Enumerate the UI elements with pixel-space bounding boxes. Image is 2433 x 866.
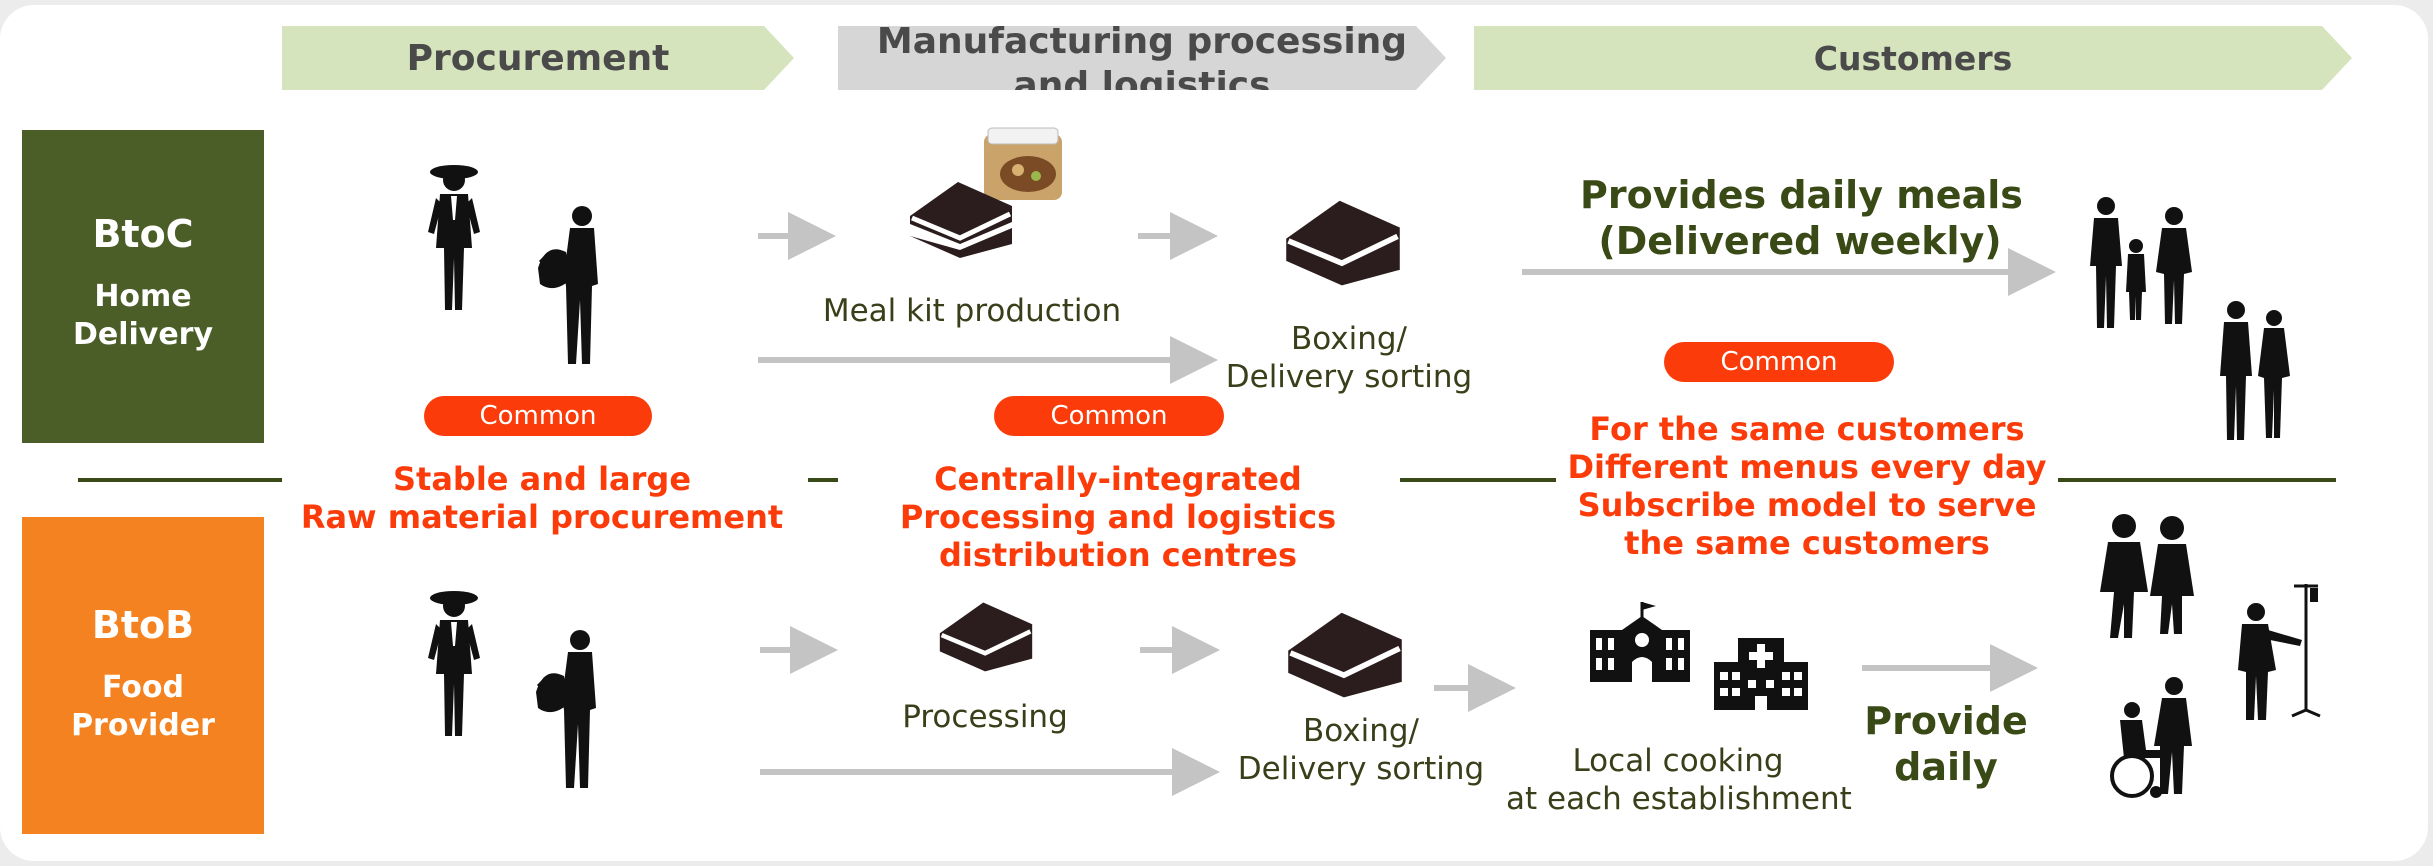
school-icon <box>1590 602 1690 682</box>
common-procurement-text: Stable and large Raw material procuremen… <box>300 460 784 536</box>
provides-daily-meals-label: Provides daily meals (Delivered weekly) <box>1580 172 2023 264</box>
common-procurement-line1: Stable and large <box>392 460 692 498</box>
manufacturing-header-line1: Manufacturing processing <box>876 21 1408 62</box>
meal-kit-package-icon <box>984 127 1062 200</box>
meal-kit-production-label: Meal kit production <box>822 293 1122 329</box>
couple-silhouette-icon <box>2220 301 2290 440</box>
provides-line2: (Delivered weekly) <box>1598 219 2002 263</box>
common-customers-line3: Subscribe model to serve <box>1577 486 2037 524</box>
provide-daily-label: Provide daily <box>1846 698 2046 790</box>
farmer-silhouette-icon <box>428 165 480 310</box>
factory-icon <box>1286 200 1400 286</box>
btoc-title: BtoC <box>92 212 194 256</box>
common-customers-text: For the same customers Different menus e… <box>1556 410 2058 562</box>
btob-boxing-line1: Boxing/ <box>1302 713 1419 749</box>
btoc-boxing-line1: Boxing/ <box>1290 321 1407 357</box>
customers-header-label: Customers <box>1813 38 2013 78</box>
btob-title: BtoB <box>91 603 195 647</box>
factory-icon <box>939 602 1033 672</box>
processing-label: Processing <box>902 699 1068 735</box>
common-procurement-line2: Raw material procurement <box>300 498 784 536</box>
iv-patient-silhouette-icon <box>2238 584 2321 720</box>
harvest-worker-silhouette-icon <box>538 206 598 364</box>
wheelchair-caregiver-silhouette-icon <box>2110 677 2192 798</box>
common-processing-line1: Centrally-integrated <box>934 460 1302 498</box>
btob-subtitle: Food Provider <box>71 669 215 745</box>
local-cooking-label: Local cooking at each establishment <box>1506 742 1852 818</box>
btoc-boxing-label: Boxing/ Delivery sorting <box>1214 320 1484 396</box>
procurement-header: Procurement <box>282 26 794 90</box>
btob-boxing-line2: Delivery sorting <box>1237 751 1485 787</box>
btoc-subtitle-line1: Home <box>94 279 192 314</box>
factory-icon <box>1288 612 1402 698</box>
btoc-subtitle: Home Delivery <box>73 278 213 354</box>
customers-header: Customers <box>1474 26 2352 90</box>
common-customers-line2: Different menus every day <box>1567 448 2047 486</box>
common-processing-line2: Processing and logistics <box>899 498 1337 536</box>
farmer-silhouette-icon <box>428 591 480 736</box>
procurement-header-label: Procurement <box>406 37 670 79</box>
btob-subtitle-line2: Provider <box>71 708 215 743</box>
factory-icon <box>910 182 1012 258</box>
common-badge-procurement: Common <box>424 396 652 436</box>
btob-box: BtoB Food Provider <box>22 517 264 834</box>
common-badge-processing: Common <box>994 396 1224 436</box>
children-silhouette-icon <box>2100 514 2194 638</box>
local-cooking-line1: Local cooking <box>1572 743 1784 779</box>
harvest-worker-silhouette-icon <box>536 630 596 788</box>
hospital-icon <box>1714 638 1808 710</box>
local-cooking-line2: at each establishment <box>1506 781 1852 817</box>
btoc-box: BtoC Home Delivery <box>22 130 264 443</box>
common-processing-text: Centrally-integrated Processing and logi… <box>880 460 1356 574</box>
btoc-boxing-line2: Delivery sorting <box>1225 359 1473 395</box>
family-silhouette-icon <box>2090 197 2192 328</box>
common-badge-customers: Common <box>1664 342 1894 382</box>
common-customers-line1: For the same customers <box>1589 410 2025 448</box>
btoc-subtitle-line2: Delivery <box>72 317 214 352</box>
btob-boxing-label: Boxing/ Delivery sorting <box>1226 712 1496 788</box>
provides-line1: Provides daily meals <box>1580 173 2023 217</box>
common-customers-line4: the same customers <box>1624 524 1990 562</box>
manufacturing-header: Manufacturing processing and logistics <box>838 26 1446 90</box>
provide-daily-line2: daily <box>1894 745 1998 789</box>
common-processing-line3: distribution centres <box>938 536 1298 574</box>
btob-subtitle-line1: Food <box>102 670 184 705</box>
provide-daily-line1: Provide <box>1864 699 2028 743</box>
